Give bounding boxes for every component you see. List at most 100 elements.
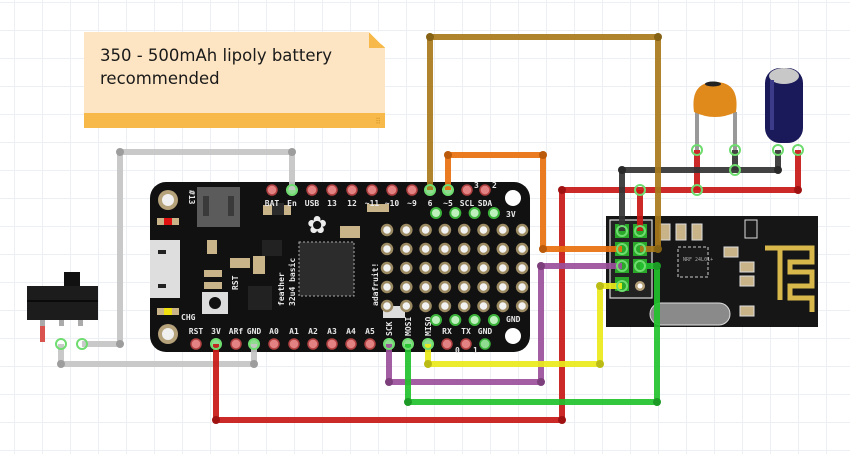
wire-bendpoint[interactable] (596, 360, 604, 368)
header-pin[interactable] (479, 338, 491, 350)
wire-bendpoint[interactable] (116, 148, 124, 156)
header-pin[interactable] (230, 338, 242, 350)
rail-3v-hole[interactable] (430, 207, 442, 219)
feather-32u4-board[interactable]: ✿ feather 32u4 basic adafruit! #13 CHG R… (150, 181, 530, 355)
wire-endpoint[interactable] (634, 243, 646, 255)
header-pin[interactable] (306, 184, 318, 196)
header-pin[interactable] (307, 338, 319, 350)
wire-endpoint[interactable] (772, 144, 784, 156)
wire-endpoint[interactable] (442, 184, 454, 196)
wire-bendpoint[interactable] (774, 166, 782, 174)
proto-hole[interactable] (496, 223, 510, 237)
proto-hole[interactable] (477, 242, 490, 256)
header-pin[interactable] (461, 184, 473, 196)
proto-hole[interactable] (380, 242, 394, 256)
proto-hole[interactable] (457, 242, 471, 256)
header-pin[interactable] (268, 338, 280, 350)
wire-pin5-ce[interactable] (442, 151, 628, 255)
rail-3v-hole[interactable] (487, 207, 500, 219)
header-pin[interactable] (366, 184, 378, 196)
proto-hole[interactable] (457, 280, 471, 294)
proto-hole[interactable] (438, 242, 452, 256)
wire-bendpoint[interactable] (426, 33, 434, 41)
wire-bendpoint[interactable] (654, 33, 662, 41)
header-pin[interactable] (345, 338, 357, 350)
wire-bendpoint[interactable] (558, 186, 566, 194)
wire-bendpoint[interactable] (539, 151, 547, 159)
proto-hole[interactable] (515, 261, 529, 275)
header-pin[interactable] (386, 184, 398, 196)
proto-hole[interactable] (380, 223, 394, 237)
proto-hole[interactable] (515, 223, 529, 237)
proto-hole[interactable] (400, 223, 413, 237)
wire-endpoint[interactable] (634, 184, 646, 196)
wire-bendpoint[interactable] (212, 416, 220, 424)
rail-3v-hole[interactable] (468, 207, 481, 219)
wire-bendpoint[interactable] (558, 416, 566, 424)
proto-hole[interactable] (419, 299, 432, 313)
header-pin[interactable] (288, 338, 300, 350)
wire-endpoint[interactable] (422, 338, 434, 350)
wire-bendpoint[interactable] (250, 360, 258, 368)
rail-gnd-hole[interactable] (430, 314, 442, 326)
wire-pin6-csn[interactable] (424, 33, 662, 255)
wire-bendpoint[interactable] (404, 398, 412, 406)
wire-mosi[interactable] (402, 260, 661, 406)
wire-bendpoint[interactable] (537, 262, 545, 270)
wire-bendpoint[interactable] (653, 262, 661, 270)
wire-endpoint[interactable] (729, 164, 741, 176)
wire-endpoint[interactable] (55, 338, 67, 350)
header-pin[interactable] (266, 184, 278, 196)
proto-hole[interactable] (515, 242, 529, 256)
wire-endpoint[interactable] (634, 260, 646, 272)
proto-hole[interactable] (419, 223, 432, 237)
wire-bendpoint[interactable] (424, 360, 432, 368)
wire-en-to-switch[interactable] (76, 148, 298, 350)
wire-endpoint[interactable] (76, 338, 88, 350)
wire-endpoint[interactable] (616, 260, 628, 272)
header-pin[interactable] (479, 184, 491, 196)
proto-hole[interactable] (438, 299, 452, 313)
proto-hole[interactable] (496, 242, 510, 256)
wire-endpoint[interactable] (792, 144, 804, 156)
proto-hole[interactable] (477, 299, 490, 313)
proto-hole[interactable] (477, 261, 490, 275)
proto-hole[interactable] (380, 280, 394, 294)
proto-hole[interactable] (438, 223, 452, 237)
wire-endpoint[interactable] (634, 225, 646, 237)
wire-3v-power-path[interactable] (213, 150, 801, 423)
proto-hole[interactable] (438, 280, 452, 294)
proto-hole[interactable] (400, 299, 413, 313)
wire-gnd-to-switch-path[interactable] (58, 344, 257, 367)
slide-switch[interactable] (27, 272, 98, 342)
proto-hole[interactable] (419, 261, 432, 275)
wire-endpoint[interactable] (424, 184, 436, 196)
wire-endpoint[interactable] (729, 144, 741, 156)
header-pin[interactable] (406, 184, 418, 196)
wire-endpoint[interactable] (402, 338, 414, 350)
proto-hole[interactable] (419, 242, 432, 256)
proto-hole[interactable] (400, 261, 413, 275)
micro-usb-port[interactable] (150, 240, 180, 298)
proto-hole[interactable] (515, 280, 529, 294)
wire-endpoint[interactable] (616, 280, 628, 292)
wire-bendpoint[interactable] (653, 398, 661, 406)
wire-cap-ceramic-gnd[interactable] (729, 144, 741, 176)
wire-bendpoint[interactable] (539, 245, 547, 253)
wire-bendpoint[interactable] (57, 360, 65, 368)
switch-knob[interactable] (64, 272, 80, 286)
header-pin[interactable] (190, 338, 202, 350)
wire-bendpoint[interactable] (618, 166, 626, 174)
wire-radio-gnd-path[interactable] (619, 150, 781, 231)
wire-bendpoint[interactable] (385, 378, 393, 386)
proto-hole[interactable] (419, 280, 432, 294)
wire-endpoint[interactable] (383, 338, 395, 350)
proto-hole[interactable] (457, 261, 471, 275)
wire-sck[interactable] (383, 260, 628, 386)
wire-gnd-to-switch[interactable] (55, 338, 260, 368)
wire-bendpoint[interactable] (116, 340, 124, 348)
wire-endpoint[interactable] (616, 243, 628, 255)
header-pin[interactable] (364, 338, 376, 350)
wire-bendpoint[interactable] (596, 282, 604, 290)
wire-bendpoint[interactable] (288, 148, 296, 156)
